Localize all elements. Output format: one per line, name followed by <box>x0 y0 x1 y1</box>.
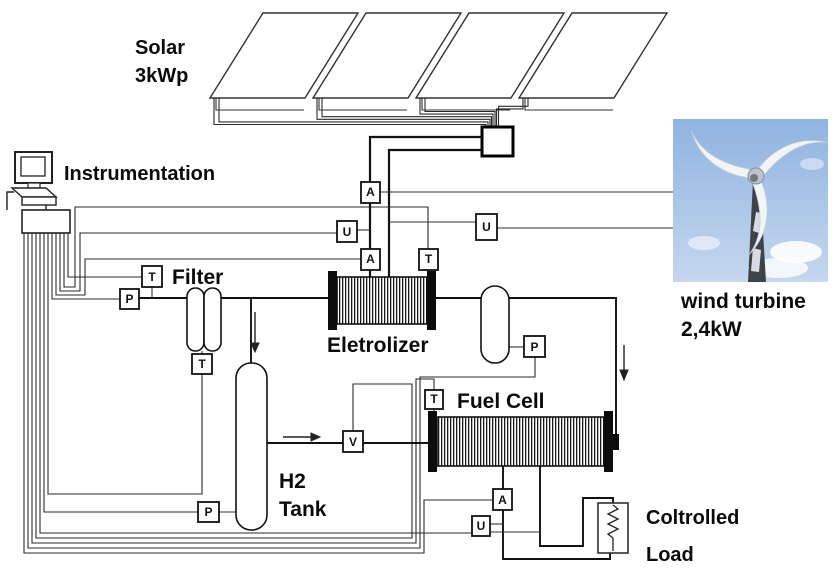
sensor-pressure-separator: P <box>523 335 546 358</box>
wind-turbine-label-line1: wind turbine <box>680 290 806 313</box>
solar-label-line1: Solar <box>135 37 185 59</box>
daq-connector-block <box>21 209 71 234</box>
wind-turbine-photo <box>673 119 828 282</box>
sensor-voltmeter-fuel-cell: U <box>471 515 491 537</box>
computer-icon <box>6 151 58 210</box>
sensor-temp-filter: T <box>141 265 163 288</box>
electrolyzer-label: Eletrolizer <box>327 334 429 357</box>
cloud <box>688 236 720 250</box>
sensor-temp-electrolyzer: T <box>418 248 439 271</box>
svg-text:P: P <box>125 292 133 306</box>
fuel-cell-endplate-right <box>604 411 613 472</box>
wind-turbine-label-line2: 2,4kW <box>681 318 742 341</box>
load-wire-top <box>539 466 614 547</box>
turbine-nacelle <box>750 174 758 182</box>
cloud <box>800 158 824 170</box>
sensor-ammeter-electrolyzer: A <box>360 248 381 271</box>
svg-text:T: T <box>198 357 206 371</box>
svg-text:T: T <box>430 392 438 406</box>
fuel-cell-stack <box>436 416 605 467</box>
arrow-right-to-valve <box>283 432 322 442</box>
load-label-line2: Load <box>646 544 694 566</box>
h2-tank-vessel <box>235 362 268 531</box>
svg-text:V: V <box>349 435 357 449</box>
pipe-separator-to-fuelcell <box>509 297 617 434</box>
svg-text:T: T <box>148 270 156 284</box>
electrolyzer-endplate-left <box>328 271 337 330</box>
svg-text:U: U <box>343 225 352 239</box>
sensor-temp-fuel-cell: T <box>424 389 444 410</box>
svg-text:P: P <box>204 505 212 519</box>
instrumentation-wires <box>23 206 536 554</box>
solar-panel-icon <box>208 12 669 111</box>
electrolyzer-stack <box>336 276 428 325</box>
turbine-rotor <box>691 130 828 255</box>
turbine-blade <box>756 140 828 176</box>
electrolyzer-endplate-right <box>427 271 436 330</box>
svg-text:U: U <box>482 220 491 234</box>
dc-bus-line-2 <box>387 148 482 277</box>
fuel-cell-endplate-left <box>428 411 437 472</box>
sensor-voltmeter-solar: U <box>336 220 358 243</box>
filter-label: Filter <box>172 266 223 289</box>
fuel-cell-label: Fuel Cell <box>457 390 545 413</box>
sensor-ammeter-fuel-cell: A <box>492 488 513 511</box>
instrumentation-label: Instrumentation <box>64 163 215 185</box>
panel-rail <box>318 98 407 111</box>
sensor-pressure-filter: P <box>119 288 140 310</box>
instrumentation-computer <box>6 151 71 234</box>
arrow-down-to-tank <box>250 312 260 354</box>
process-pipes <box>139 287 617 513</box>
junction-box <box>480 125 515 158</box>
fuel-cell <box>428 411 619 472</box>
sensor-ammeter-solar: A <box>360 181 381 204</box>
cloud <box>770 241 822 263</box>
svg-text:A: A <box>498 493 507 507</box>
h2-tank-label-line1: H2 <box>279 470 306 493</box>
diagram-labels: Solar 3kWp Instrumentation Filter Eletro… <box>64 37 806 566</box>
solar-array <box>208 12 669 158</box>
svg-text:T: T <box>425 252 433 266</box>
valve-h2: V <box>342 430 364 453</box>
sensor-voltmeter-wind: U <box>475 213 498 241</box>
load-wire-bottom <box>502 466 611 560</box>
separator-vessel <box>480 285 510 364</box>
svg-text:A: A <box>366 185 375 199</box>
svg-text:U: U <box>477 519 486 533</box>
filter-vessels <box>186 287 222 352</box>
flow-arrows <box>250 312 629 442</box>
fuel-cell-terminal <box>613 434 619 450</box>
sensor-temp-filter-outlet: T <box>191 353 213 375</box>
svg-text:A: A <box>366 252 375 266</box>
h2-tank-label-line2: Tank <box>279 498 327 521</box>
load-label-line1: Coltrolled <box>646 507 739 529</box>
svg-text:P: P <box>530 340 538 354</box>
sensor-boxes: A U A T U T P T <box>119 181 546 537</box>
turbine-blade <box>748 178 768 255</box>
arrow-down-to-fuelcell <box>619 345 629 382</box>
sensor-pressure-tank: P <box>197 501 220 523</box>
resistor-icon <box>606 504 620 551</box>
panel-rail <box>215 98 304 111</box>
panel-rail <box>524 98 613 111</box>
solar-wires <box>213 98 529 127</box>
tower-highlight <box>753 212 761 233</box>
tower-highlight <box>751 248 761 272</box>
panel-rail <box>421 98 510 111</box>
electrolyzer <box>328 271 436 330</box>
load-circuit <box>490 466 629 560</box>
turbine-blade <box>691 130 752 179</box>
solar-label-line2: 3kWp <box>135 65 188 87</box>
